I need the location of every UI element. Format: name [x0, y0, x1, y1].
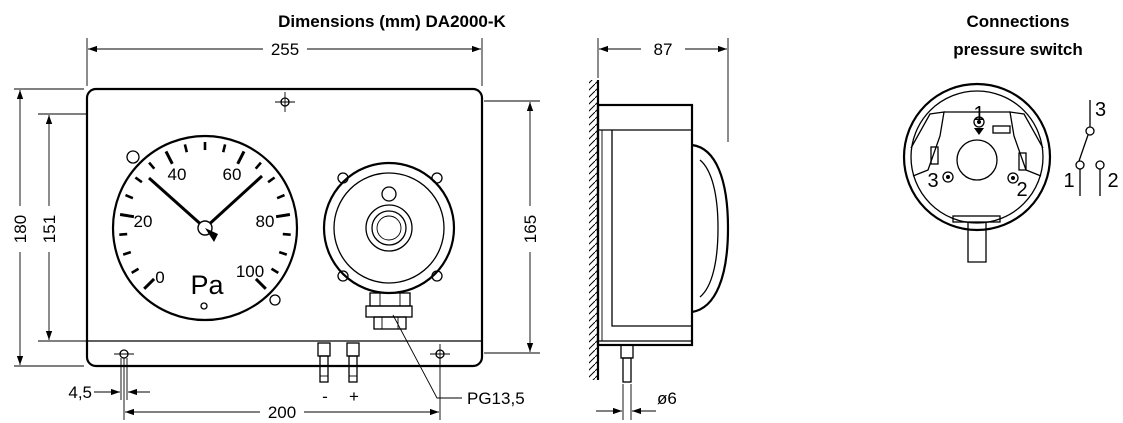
- dim-height-right-label: 165: [521, 215, 540, 243]
- switch-housing: [322, 161, 456, 295]
- dim-depth: 87: [597, 38, 729, 142]
- pressure-gauge: 0 20 40 60 80 100 Pa: [111, 134, 299, 322]
- gauge-bezel: [111, 134, 299, 322]
- terminal-3-label: 3: [927, 170, 938, 192]
- terminal-1-label: 1: [973, 103, 984, 125]
- side-tube-nut: [620, 344, 634, 359]
- front-view-title: Dimensions (mm) DA2000-K: [278, 12, 506, 31]
- gauge-tick: [143, 277, 156, 290]
- gauge-tick: [275, 213, 291, 219]
- gauge-screw-bottom-right: [269, 294, 281, 306]
- mounting-hole-bottom-left: [114, 349, 134, 359]
- dim-hole-diameter-label: 4,5: [68, 383, 92, 402]
- dim-height-inner-label: 151: [40, 215, 59, 243]
- switch-label-2: 2: [1107, 170, 1118, 192]
- mounting-hole-top: [275, 92, 295, 112]
- gauge-scale-60: 60: [223, 165, 242, 184]
- terminal-3: [930, 146, 954, 183]
- connections-title-line2: pressure switch: [953, 40, 1082, 59]
- switch-center: [956, 139, 998, 181]
- gauge-tick: [221, 144, 227, 153]
- gauge-tick: [148, 161, 156, 170]
- connections-title-line1: Connections: [967, 12, 1070, 31]
- gauge-unit: Pa: [190, 270, 224, 300]
- dim-depth-label: 87: [654, 40, 673, 59]
- gauge-tick: [254, 161, 262, 170]
- side-gauge-cover: [691, 143, 730, 314]
- switch-label-3: 3: [1095, 99, 1106, 121]
- dim-height-outer-label: 180: [11, 215, 30, 243]
- port-minus: [317, 342, 331, 383]
- terminal-2-label: 2: [1016, 179, 1027, 201]
- port-plus: [346, 342, 360, 383]
- gland-leader-line: [392, 314, 462, 399]
- wall-hatch: [589, 80, 598, 380]
- housing-outline: [85, 87, 484, 368]
- gauge-scale-100: 100: [236, 262, 264, 281]
- gauge-scale-20: 20: [134, 212, 153, 231]
- gauge-scale-40: 40: [168, 165, 187, 184]
- gauge-tick: [164, 150, 174, 165]
- port-plus-label: +: [349, 387, 359, 406]
- dim-hole-diameter: 4,5: [68, 358, 150, 402]
- dim-height-inner: 151: [38, 113, 86, 342]
- cable-gland: [365, 292, 413, 330]
- gland-label: PG13,5: [467, 389, 525, 408]
- gauge-tick: [122, 250, 132, 256]
- switch-base-inner: [910, 90, 1044, 224]
- dim-width-label: 255: [271, 40, 299, 59]
- switch-cable-clamp: [952, 215, 1001, 223]
- gauge-tick: [124, 193, 134, 200]
- gauge-tick: [236, 150, 246, 165]
- port-minus-label: -: [322, 387, 328, 406]
- gauge-tick: [267, 176, 276, 184]
- switch-base-outer: [902, 82, 1052, 232]
- terminal-1: [973, 116, 1011, 135]
- dim-height-outer: 180: [11, 88, 84, 367]
- gauge-tick: [134, 176, 143, 184]
- gauge-tick: [183, 144, 189, 153]
- gauge-ticks: [119, 142, 291, 290]
- gauge-tick: [119, 232, 128, 236]
- dim-hole-spacing: 200: [123, 358, 441, 422]
- dim-height-right: 165: [484, 100, 540, 354]
- gauge-tick: [119, 213, 135, 219]
- connections: Connections pressure switch 1 2: [902, 12, 1119, 263]
- gauge-tick: [278, 250, 288, 256]
- gauge-scale-0: 0: [155, 268, 164, 287]
- gauge-zero-adjust: [200, 302, 208, 310]
- gauge-needles: [148, 174, 264, 242]
- terminal-2: [1007, 152, 1027, 184]
- gauge-tick: [131, 267, 140, 275]
- front-view: Dimensions (mm) DA2000-K 255: [11, 12, 540, 422]
- gauge-screw-top-left: [126, 150, 140, 164]
- switch-label-1: 1: [1063, 170, 1074, 192]
- gauge-tick: [282, 232, 291, 236]
- dim-tube: ø6: [596, 384, 677, 420]
- gauge-tick: [276, 193, 286, 200]
- side-view: 87 ø6: [589, 38, 730, 420]
- side-tube: [622, 357, 632, 383]
- switch-symbol: [1075, 100, 1105, 196]
- gauge-tick: [270, 267, 279, 275]
- dim-width: 255: [86, 38, 483, 86]
- gauge-tick: [254, 277, 267, 290]
- dim-tube-label: ø6: [657, 389, 677, 408]
- gauge-scale-80: 80: [256, 212, 275, 231]
- pressure-switch: [322, 161, 456, 330]
- side-housing: [596, 103, 694, 347]
- dim-hole-spacing-label: 200: [268, 403, 296, 422]
